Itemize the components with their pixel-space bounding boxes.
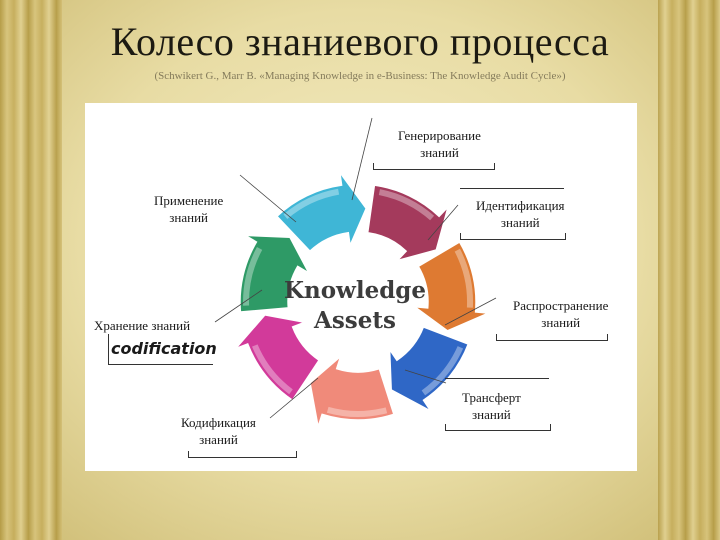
leader-line-identification [427,204,459,241]
leader-line-codification [269,377,319,419]
wheel-segment-highlight-transfer [326,406,388,417]
wheel-segment-generation [366,184,449,263]
stage-label-storage: Хранение знаний [94,318,191,333]
center-label-line2: Assets [314,307,396,334]
wheel-segment-highlight-identification [454,248,473,308]
wheel-segment-transfer [309,353,395,428]
wheel-segment-application [275,171,368,253]
leader-line-application [239,174,297,223]
wheel-segment-distribution [388,325,470,412]
wheel-segment-codification [235,314,321,402]
wheel-segment-identification [412,240,489,332]
wheel-segment-highlight-storage [243,246,263,306]
slide-subtitle: (Schwikert G., Marr B. «Managing Knowled… [154,70,566,82]
slide-title: Колесо знаниевого процесса [110,19,610,64]
left-curtain-decoration [0,0,62,540]
codification-english-label: codification [111,339,217,358]
bracket-identification [460,233,566,240]
wheel-segment-highlight-distribution [421,346,464,396]
center-label-line1: Knowledge [283,277,427,304]
leader-line-generation [351,117,373,201]
topline-identification [460,188,564,189]
bracket-transfer [445,424,551,431]
wheel-segment-highlight-generation [378,189,435,221]
bracket-distribution [496,334,608,341]
bracket-codification [188,451,297,458]
right-curtain-decoration [658,0,720,540]
wheel-segment-highlight-codification [252,344,293,395]
codification-box [108,334,213,365]
bracket-generation [373,163,495,170]
leader-line-transfer [404,369,447,384]
topline-transfer [445,378,549,379]
leader-line-storage [214,289,263,323]
wheel-segment-highlight-application [283,188,340,220]
leader-line-distribution [444,297,497,326]
